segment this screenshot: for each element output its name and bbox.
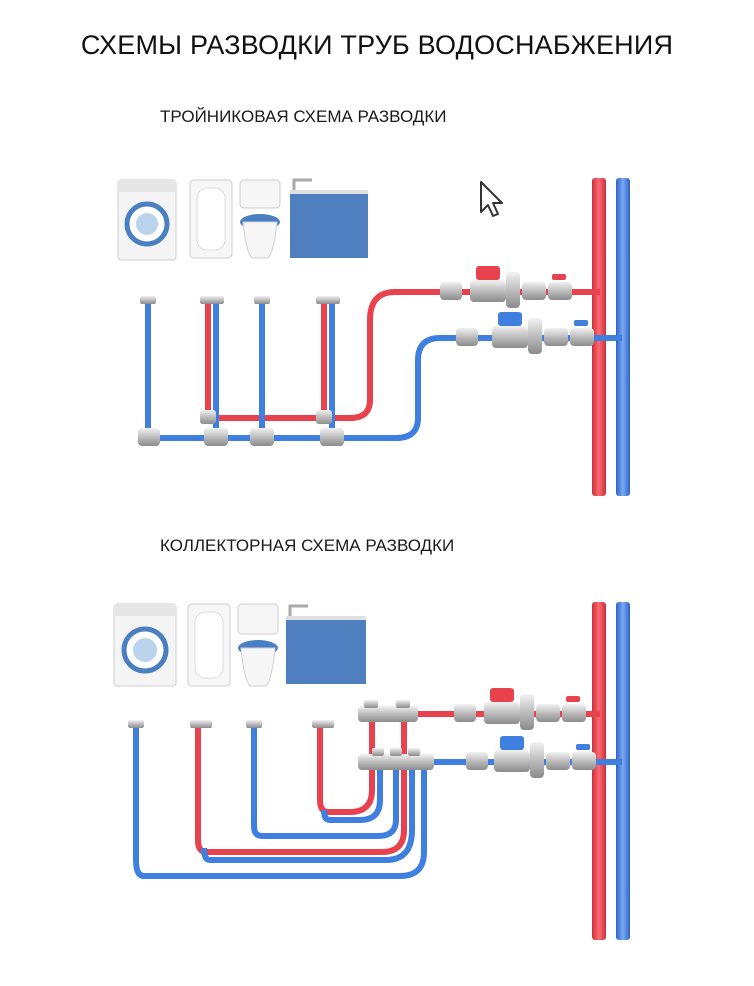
tee-fittings	[138, 296, 344, 446]
arrow-cursor-icon	[480, 181, 503, 217]
hot-meter-assembly	[454, 688, 586, 730]
hot-riser	[592, 602, 606, 940]
outlet-fittings	[128, 720, 334, 728]
sink-cabinet-icon	[286, 604, 366, 684]
sink-cabinet-icon	[290, 178, 368, 258]
toilet-icon	[239, 179, 281, 259]
hot-meter-assembly	[440, 266, 572, 308]
hot-supply-line	[208, 289, 600, 421]
washing-machine-icon	[113, 603, 177, 687]
manifold-outlet-lines	[133, 714, 427, 879]
manifold-scheme-diagram	[113, 602, 630, 940]
washing-machine-icon	[117, 179, 177, 261]
cold-supply-line	[150, 335, 622, 441]
cold-riser	[616, 178, 630, 496]
cold-meter-assembly	[466, 736, 596, 778]
hot-manifold	[358, 700, 418, 722]
toilet-icon	[237, 603, 279, 687]
manifold-scheme-label: КОЛЛЕКТОРНАЯ СХЕМА РАЗВОДКИ	[160, 536, 455, 555]
cold-manifold	[358, 748, 434, 770]
cold-riser	[616, 602, 630, 940]
bathtub-icon	[189, 179, 233, 259]
bathtub-icon	[187, 603, 231, 687]
tee-scheme-label: ТРОЙНИКОВАЯ СХЕМА РАЗВОДКИ	[160, 107, 447, 126]
page-title: СХЕМЫ РАЗВОДКИ ТРУБ ВОДОСНАБЖЕНИЯ	[80, 30, 674, 60]
cold-meter-assembly	[456, 312, 594, 354]
tee-scheme-diagram	[117, 178, 630, 496]
